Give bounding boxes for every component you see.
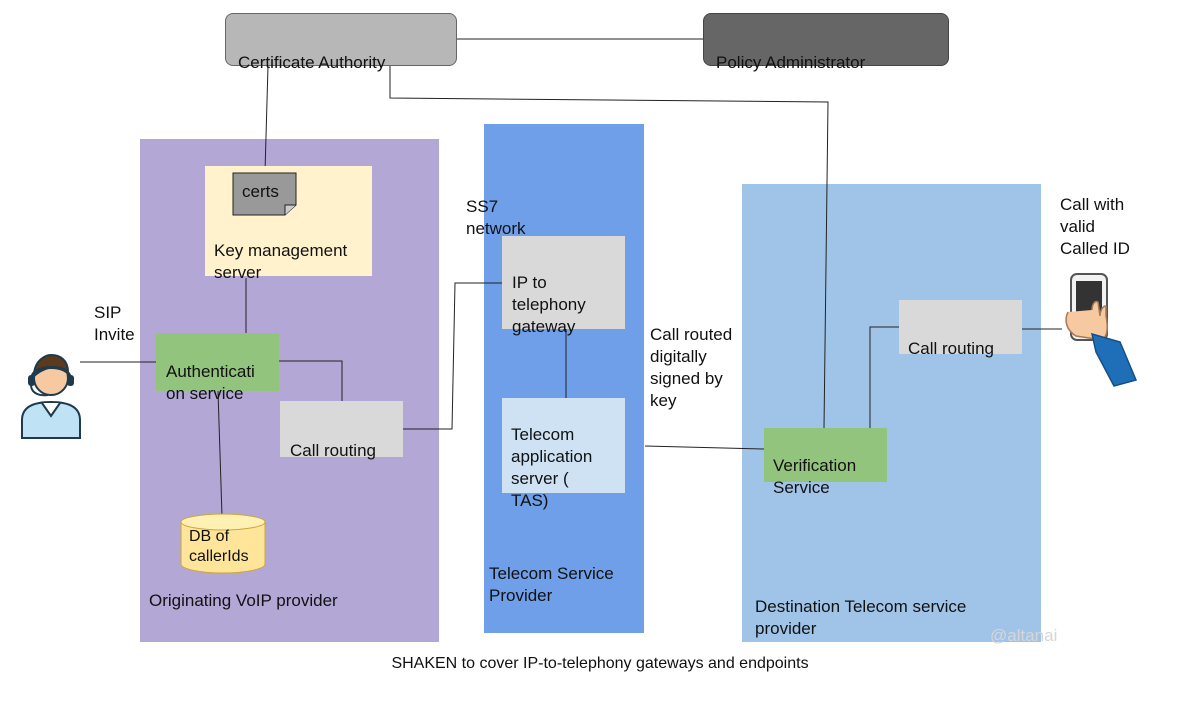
policy-administrator-label: Policy Administrator (716, 53, 866, 72)
key-management-server-label: Key management server (214, 241, 348, 282)
tas-label: Telecom application server ( TAS) (511, 425, 593, 510)
certs-label: certs (242, 182, 279, 201)
destination-region-label: Destination Telecom service provider (755, 597, 967, 638)
call-routing-dest-label: Call routing (908, 339, 994, 358)
agent-icon (21, 353, 81, 439)
ip-telephony-gateway-label: IP to telephony gateway (512, 273, 586, 336)
database-icon (180, 513, 266, 574)
call-routing-dest-box: Call routing (899, 300, 1022, 358)
sip-invite-label: SIP Invite (94, 303, 135, 344)
call-valid-label: Call with valid Called ID (1060, 195, 1130, 258)
call-routing-origin-box: Call routing (280, 401, 403, 460)
tas-box: Telecom application server ( TAS) (502, 398, 625, 510)
authentication-service-label: Authenticati on service (166, 362, 255, 403)
authentication-service-box: Authenticati on service (156, 333, 279, 403)
call-routing-origin-label: Call routing (290, 441, 376, 460)
destination-provider-region (742, 184, 1041, 642)
policy-administrator-box: Policy Administrator (703, 13, 949, 72)
watermark: @altanai (990, 626, 1058, 645)
telecom-region-label: Telecom Service Provider (489, 564, 614, 605)
certificate-authority-label: Certificate Authority (238, 53, 386, 72)
phone-icon (1065, 273, 1138, 387)
call-routed-signed-label: Call routed digitally signed by key (650, 325, 733, 410)
db-callerids-label: DB of callerIds (189, 528, 249, 565)
diagram-caption: SHAKEN to cover IP-to-telephony gateways… (391, 655, 809, 672)
verification-service-box: Verification Service (764, 428, 887, 497)
originating-region-label: Originating VoIP provider (149, 591, 338, 610)
ss7-network-label: SS7 network (466, 197, 526, 238)
verification-service-label: Verification Service (773, 456, 857, 497)
certificate-authority-box: Certificate Authority (225, 13, 457, 72)
ip-telephony-gateway-box: IP to telephony gateway (502, 236, 625, 336)
certificate-icon (232, 172, 297, 216)
